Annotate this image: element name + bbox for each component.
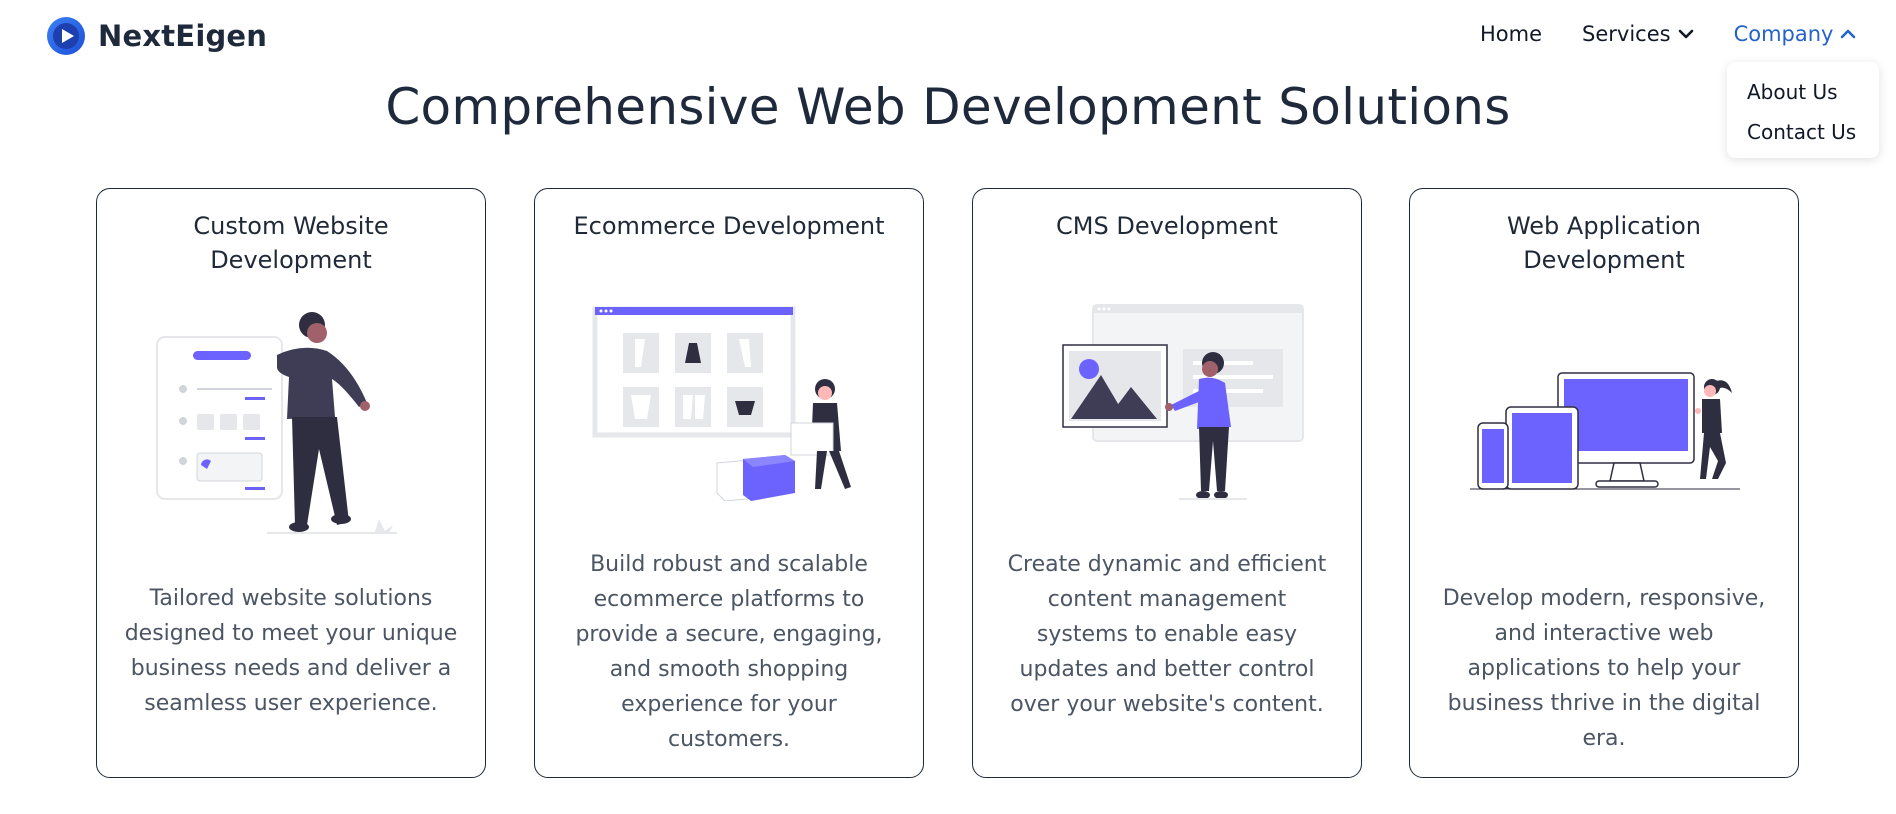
brand-logo[interactable]: NextEigen: [46, 16, 267, 56]
site-header: NextEigen Home Services Company About Us…: [0, 0, 1896, 158]
card-title-line: Custom Website: [193, 212, 389, 240]
card-desc-line: seamless user experience.: [144, 691, 438, 716]
card-desc-line: ecommerce platforms to: [593, 587, 865, 612]
responsive-devices-illustration: [1470, 372, 1740, 490]
nav-company-label: Company: [1733, 22, 1834, 46]
online-shop-delivery-illustration: [592, 306, 851, 501]
person-with-website-mockup-illustration: [156, 312, 397, 534]
card-title: Web Application Development: [1430, 209, 1778, 277]
nav-home-link[interactable]: Home: [1480, 22, 1542, 46]
card-desc-line: provide a secure, engaging,: [575, 622, 883, 647]
dropdown-item-contact-us[interactable]: Contact Us: [1747, 120, 1857, 144]
card-title: Custom Website Development: [117, 209, 465, 277]
service-card-cms[interactable]: CMS Development Create dynamic and effic…: [972, 188, 1362, 778]
card-desc-line: era.: [1582, 726, 1626, 751]
card-desc-line: Tailored website solutions: [149, 586, 433, 611]
chevron-down-icon: [1678, 29, 1693, 39]
nav-services-menu[interactable]: Services: [1582, 22, 1694, 46]
card-desc-line: applications to help your: [1467, 656, 1741, 681]
card-description: Tailored website solutions designed to m…: [119, 581, 463, 721]
nav-home-label: Home: [1480, 22, 1543, 46]
card-desc-line: content management: [1047, 587, 1287, 612]
nav-services-label: Services: [1582, 22, 1671, 46]
card-desc-line: and smooth shopping: [609, 657, 849, 682]
brand-name: NextEigen: [98, 19, 268, 53]
service-card-custom-website[interactable]: Custom Website Development Tailored webs…: [96, 188, 486, 778]
person-placing-image-illustration: [1062, 304, 1304, 500]
card-desc-line: over your website's content.: [1010, 692, 1324, 717]
dropdown-item-about-us[interactable]: About Us: [1747, 80, 1838, 104]
main-nav: Home Services Company: [1480, 22, 1856, 46]
card-description: Create dynamic and efficient content man…: [995, 547, 1339, 722]
card-title-line: Development: [210, 246, 372, 274]
company-dropdown: About Us Contact Us: [1727, 62, 1879, 158]
card-desc-line: business thrive in the digital: [1447, 691, 1761, 716]
nav-company-menu[interactable]: Company: [1734, 22, 1857, 46]
card-desc-line: Create dynamic and efficient: [1007, 552, 1327, 577]
service-card-web-application[interactable]: Web Application Development Develop mode…: [1409, 188, 1799, 778]
service-card-ecommerce[interactable]: Ecommerce Development Build robust and s…: [534, 188, 924, 778]
chevron-up-icon: [1841, 29, 1856, 39]
card-title: Ecommerce Development: [555, 209, 903, 243]
card-desc-line: Develop modern, responsive,: [1442, 586, 1766, 611]
card-title-line: Web Application: [1506, 212, 1702, 240]
page-title: Comprehensive Web Development Solutions: [385, 78, 1511, 136]
card-desc-line: updates and better control: [1019, 657, 1315, 682]
card-desc-line: and interactive web: [1494, 621, 1714, 646]
card-desc-line: business needs and deliver a: [130, 656, 452, 681]
card-desc-line: designed to meet your unique: [124, 621, 458, 646]
play-circle-icon: [47, 17, 85, 55]
card-description: Build robust and scalable ecommerce plat…: [557, 547, 901, 757]
card-desc-line: systems to enable easy: [1036, 622, 1298, 647]
card-title-line: Ecommerce Development: [573, 212, 885, 240]
card-title: CMS Development: [993, 209, 1341, 243]
card-title-line: Development: [1523, 246, 1685, 274]
card-desc-line: Build robust and scalable: [590, 552, 868, 577]
card-desc-line: experience for your customers.: [621, 692, 837, 752]
card-description: Develop modern, responsive, and interact…: [1432, 581, 1776, 756]
card-title-line: CMS Development: [1056, 212, 1278, 240]
